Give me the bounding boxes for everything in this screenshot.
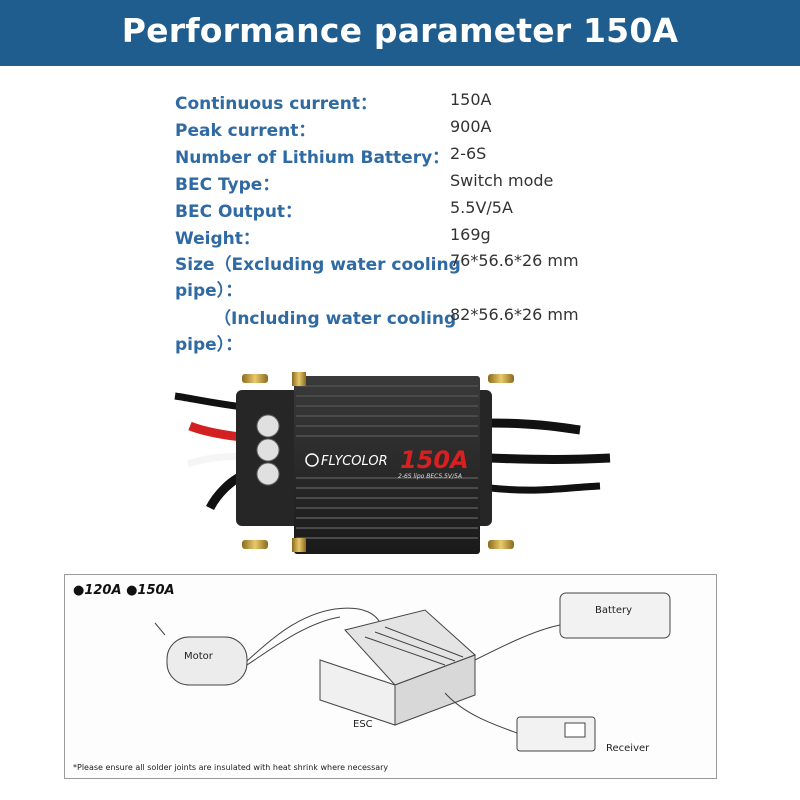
diagram-label-receiver: Receiver — [606, 743, 650, 754]
brand-logo-icon — [305, 453, 319, 467]
diagram-variants: ●120A ●150A — [73, 583, 175, 598]
wiring-diagram-drawing — [154, 592, 671, 752]
page-title: Performance parameter 150A — [121, 11, 679, 50]
spec-label-size-including-cont: pipe）： — [175, 335, 243, 355]
spec-label-size-excluding: Size（Excluding water cooling — [175, 255, 461, 275]
spec-value-peak-current: 900A — [450, 117, 492, 136]
spec-label-continuous-current: Continuous current： — [175, 94, 377, 114]
diagram-label-motor: Motor — [184, 651, 213, 662]
title-banner — [0, 0, 800, 66]
spec-value-battery-count: 2-6S — [450, 144, 487, 163]
product-brand: FLYCOLOR — [321, 454, 388, 469]
spec-value-bec-type: Switch mode — [450, 171, 554, 190]
spec-label-weight: Weight： — [175, 229, 260, 249]
diagram-note: *Please ensure all solder joints are ins… — [73, 763, 389, 772]
spec-label-bec-output: BEC Output： — [175, 202, 303, 222]
product-subtitle: 2-6S lipo BEC5.5V/5A — [398, 473, 462, 480]
spec-label-bec-type: BEC Type： — [175, 175, 280, 195]
spec-label-battery-count: Number of Lithium Battery： — [175, 148, 450, 168]
spec-label-peak-current: Peak current： — [175, 121, 316, 141]
spec-value-continuous-current: 150A — [450, 90, 492, 109]
spec-value-size-including: 82*56.6*26 mm — [450, 305, 579, 324]
product-model: 150A — [400, 446, 469, 474]
diagram-label-battery: Battery — [595, 605, 633, 616]
spec-value-size-excluding: 76*56.6*26 mm — [450, 251, 579, 270]
wiring-diagram: ●120A ●150A Motor ESC Battery Receiver *… — [64, 574, 717, 779]
spec-value-bec-output: 5.5V/5A — [450, 198, 513, 217]
spec-label-size-including: （Including water cooling — [214, 309, 457, 329]
spec-label-size-excluding-cont: pipe）： — [175, 281, 243, 301]
spec-list: Continuous current： 150A Peak current： 9… — [0, 0, 800, 360]
battery-illustration — [559, 592, 671, 639]
esc-product-image: FLYCOLOR 150A 2-6S lipo BEC5.5V/5A — [174, 372, 611, 554]
diagram-label-esc: ESC — [353, 719, 373, 730]
spec-value-weight: 169g — [450, 225, 491, 244]
